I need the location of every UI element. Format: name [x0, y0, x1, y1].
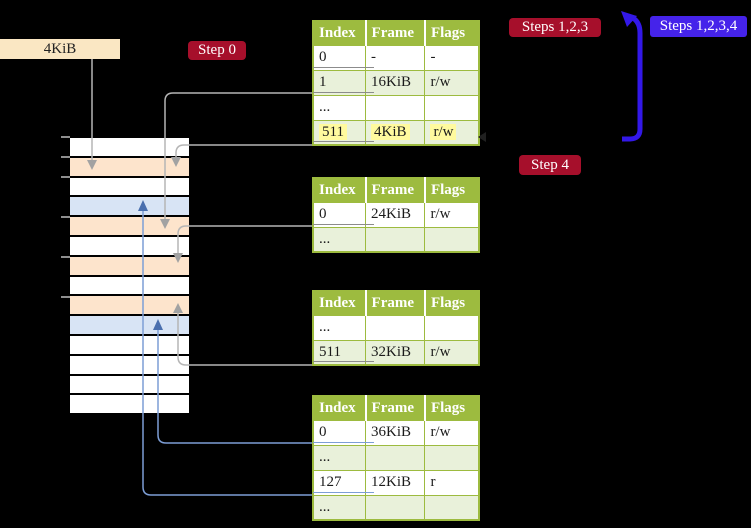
table-cell — [424, 314, 480, 341]
column-header: Frame — [364, 178, 425, 202]
page-size-label: 4KiB — [0, 39, 120, 59]
memory-cell-white — [70, 138, 189, 156]
memory-cell-peach — [70, 296, 189, 315]
column-header: Index — [313, 291, 366, 315]
step4-badge: Step 4 — [519, 155, 581, 175]
table-cell — [424, 494, 480, 521]
column-header: Frame — [364, 21, 425, 45]
memory-cell-blue — [70, 316, 189, 334]
memory-cell-white — [70, 335, 189, 354]
memory-cell-peach — [70, 256, 189, 275]
table-cell: - — [424, 44, 480, 71]
column-header: Flags — [423, 178, 479, 202]
table-cell — [365, 226, 426, 253]
table-cell: 511 — [312, 119, 374, 146]
connector-t2r0-line — [177, 225, 312, 253]
memory-cell-white — [70, 395, 189, 414]
memory-cell-peach — [70, 157, 189, 176]
table-cell: 511 — [312, 339, 374, 366]
table-cell: 32KiB — [365, 339, 426, 366]
memory-cell-blue — [70, 197, 189, 216]
steps123-badge: Steps 1,2,3 — [509, 18, 601, 37]
table-cell — [365, 494, 426, 521]
table-cell: 24KiB — [365, 201, 426, 228]
table-cell: r/w — [424, 69, 480, 96]
tick-mark — [61, 136, 70, 138]
column-header: Index — [313, 178, 366, 202]
tick-mark — [61, 176, 70, 178]
memory-cell-white — [70, 375, 189, 394]
table-cell: ... — [312, 226, 367, 253]
column-header: Flags — [423, 396, 479, 420]
table-cell: r — [424, 469, 480, 496]
table-cell — [424, 444, 480, 471]
table-cell — [365, 314, 426, 341]
connector-t3r511-line — [177, 313, 312, 366]
table-cell — [424, 226, 480, 253]
table-cell: 0 — [312, 44, 374, 71]
table-cell: 4KiB — [365, 119, 426, 146]
table-cell — [424, 94, 480, 121]
table-cell: ... — [312, 444, 367, 471]
table-cell — [365, 94, 426, 121]
table-cell: 127 — [312, 469, 374, 496]
memory-cell-white — [70, 276, 189, 295]
up-left-arrow-icon — [621, 11, 637, 27]
tick-mark — [61, 256, 70, 258]
table-cell: 0 — [312, 201, 374, 228]
table-cell: 36KiB — [365, 419, 426, 446]
table-cell: 0 — [312, 419, 374, 446]
table-cell: r/w — [424, 119, 480, 146]
column-header: Frame — [364, 396, 425, 420]
translation-arrow-line — [622, 14, 643, 142]
column-header: Flags — [423, 291, 479, 315]
column-header: Index — [313, 21, 366, 45]
step0-badge: Step 0 — [188, 41, 246, 60]
table-cell — [365, 444, 426, 471]
memory-cell-white — [70, 177, 189, 196]
memory-cell-white — [70, 236, 189, 255]
tick-mark — [61, 296, 70, 298]
table-cell: 16KiB — [365, 69, 426, 96]
table-cell: r/w — [424, 419, 480, 446]
table-cell: ... — [312, 314, 367, 341]
table-cell: ... — [312, 94, 367, 121]
table-cell: ... — [312, 494, 367, 521]
table-cell: 1 — [312, 69, 374, 96]
tick-mark — [61, 216, 70, 218]
memory-column — [70, 138, 189, 415]
table-cell: 12KiB — [365, 469, 426, 496]
column-header: Index — [313, 396, 366, 420]
memory-cell-peach — [70, 217, 189, 235]
column-header: Flags — [423, 21, 479, 45]
table-cell: r/w — [424, 201, 480, 228]
column-header: Frame — [364, 291, 425, 315]
table-cell: - — [365, 44, 426, 71]
memory-cell-white — [70, 355, 189, 374]
table-cell: r/w — [424, 339, 480, 366]
steps1234-badge: Steps 1,2,3,4 — [650, 16, 747, 37]
tick-mark — [61, 156, 70, 158]
connector-t1r511-line — [175, 144, 312, 157]
